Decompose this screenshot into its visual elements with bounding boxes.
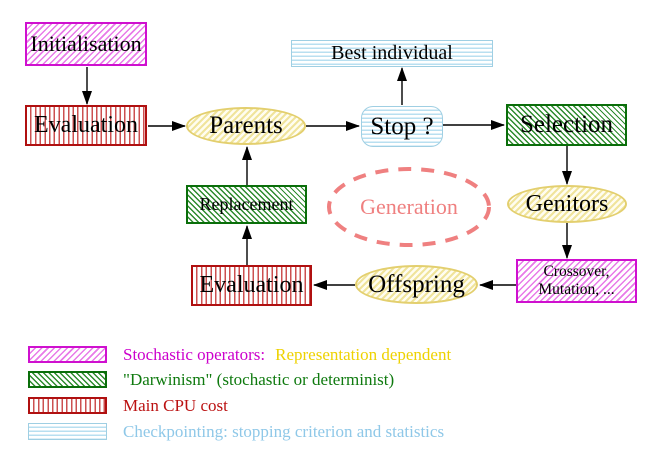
node-stop-label: Stop ? bbox=[370, 112, 434, 140]
legend-swatch-cyan-stripes bbox=[28, 423, 107, 440]
node-replacement-label: Replacement bbox=[199, 194, 294, 214]
legend-text-stochastic-operators: Stochastic operators: bbox=[123, 345, 266, 364]
node-parents-label: Parents bbox=[209, 112, 283, 139]
generation-cycle-label: Generation bbox=[360, 194, 458, 219]
node-offspring-label: Offspring bbox=[368, 270, 465, 298]
node-genitors: Genitors bbox=[507, 185, 627, 223]
legend-text-darwinism: "Darwinism" (stochastic or determinist) bbox=[123, 370, 395, 389]
node-stop: Stop ? bbox=[361, 106, 443, 147]
legend: Stochastic operators: Representation dep… bbox=[28, 346, 648, 446]
legend-row-cpu-cost: Main CPU cost bbox=[28, 397, 228, 414]
node-evaluation-bottom-label: Evaluation bbox=[199, 272, 304, 298]
node-evaluation-top-label: Evaluation bbox=[34, 112, 138, 138]
node-best-individual-label: Best individual bbox=[331, 42, 453, 64]
legend-row-stochastic: Stochastic operators: Representation dep… bbox=[28, 346, 451, 363]
node-crossover-line2: Mutation, ... bbox=[538, 281, 615, 298]
node-crossover-mutation: Crossover, Mutation, ... bbox=[516, 259, 637, 303]
legend-swatch-red-stripes bbox=[28, 397, 107, 414]
node-evaluation-top: Evaluation bbox=[25, 105, 147, 146]
node-best-individual: Best individual bbox=[291, 40, 493, 67]
node-parents: Parents bbox=[186, 107, 306, 145]
node-initialisation: Initialisation bbox=[25, 22, 147, 66]
legend-text-representation-dependent: Representation dependent bbox=[275, 345, 452, 364]
legend-text-checkpointing: Checkpointing: stopping criterion and st… bbox=[123, 422, 445, 441]
node-selection-label: Selection bbox=[519, 111, 614, 138]
node-replacement: Replacement bbox=[186, 185, 307, 224]
legend-swatch-green-hatch bbox=[28, 371, 107, 388]
legend-row-darwinism: "Darwinism" (stochastic or determinist) bbox=[28, 371, 394, 388]
node-selection: Selection bbox=[506, 104, 627, 146]
legend-text-main-cpu-cost: Main CPU cost bbox=[123, 396, 228, 415]
node-genitors-label: Genitors bbox=[525, 190, 609, 217]
legend-swatch-magenta-hatch bbox=[28, 346, 107, 363]
node-offspring: Offspring bbox=[355, 265, 478, 304]
node-crossover-line1: Crossover, bbox=[543, 263, 610, 280]
legend-row-checkpointing: Checkpointing: stopping criterion and st… bbox=[28, 423, 444, 440]
node-initialisation-label: Initialisation bbox=[30, 31, 142, 56]
node-evaluation-bottom: Evaluation bbox=[191, 265, 312, 306]
